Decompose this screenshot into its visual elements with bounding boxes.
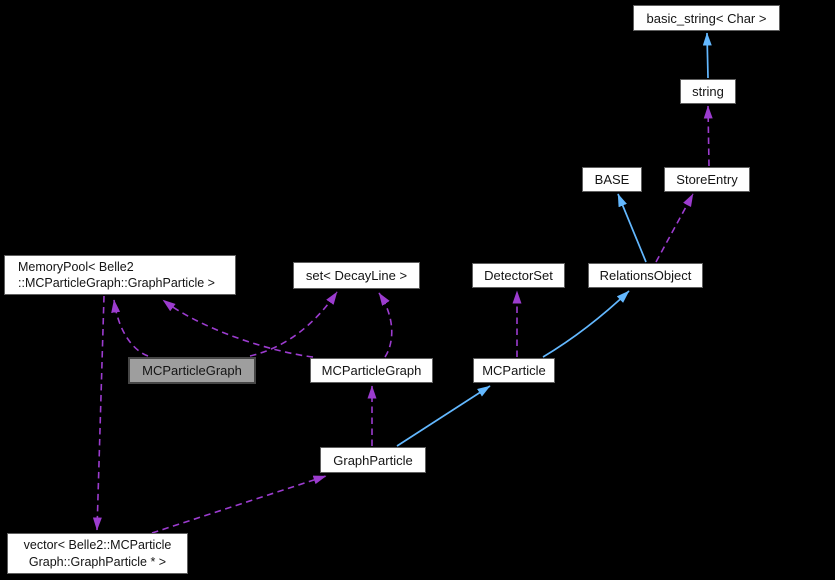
edge-relationsobject-to-base [617,193,647,263]
node-label: set< DecayLine > [305,268,408,283]
node-label: vector< Belle2::MCParticle [23,538,172,552]
node-label: string [692,84,724,99]
node-label: basic_string< Char > [646,10,767,26]
edge-memorypool-to-vector [92,295,105,531]
node-mcparticlegraph[interactable]: MCParticleGraph [310,358,433,383]
node-detector-set[interactable]: DetectorSet [472,263,565,288]
node-label: BASE [594,172,630,187]
node-label: RelationsObject [599,268,692,283]
node-label: ::MCParticleGraph::GraphParticle > [18,276,215,290]
node-base[interactable]: BASE [582,167,642,192]
node-memory-pool[interactable]: MemoryPool< Belle2::MCParticleGraph::Gra… [4,255,236,295]
node-relations-object[interactable]: RelationsObject [588,263,703,288]
edge-current-to-setdecayline [249,291,338,357]
edge-string-to-basic-string [702,32,712,79]
edge-storeentry-to-string [703,105,713,167]
edge-mcparticle-to-relationsobject [542,290,630,358]
node-label: MCParticleGraph [321,363,422,378]
edge-relationsobject-to-storeentry [655,193,694,263]
node-label: Graph::GraphParticle * > [28,554,167,569]
node-label: DetectorSet [484,268,553,283]
node-label: GraphParticle [333,452,413,468]
edge-current-to-memorypool [111,299,149,357]
node-basic-string[interactable]: basic_string< Char > [633,5,780,31]
node-store-entry[interactable]: StoreEntry [664,167,750,192]
edge-vector-to-graphparticle [151,475,327,534]
node-label: MCParticle [482,363,546,378]
node-label: MCParticleGraph [142,363,242,378]
node-label: MemoryPool< Belle2 [18,259,134,274]
edge-mcparticlegraph-to-memorypool [162,299,314,358]
node-string[interactable]: string [680,79,736,104]
node-mcparticle[interactable]: MCParticle [473,358,555,383]
node-mcparticlegraph-current: MCParticleGraph [128,357,256,384]
node-set-decayline[interactable]: set< DecayLine > [293,262,420,289]
node-label: StoreEntry [676,172,738,187]
edge-mcparticlegraph-to-setdecayline [378,292,393,358]
edge-graphparticle-to-mcparticle [396,385,491,447]
node-graph-particle[interactable]: GraphParticle [320,447,426,473]
edges-group [92,32,713,534]
